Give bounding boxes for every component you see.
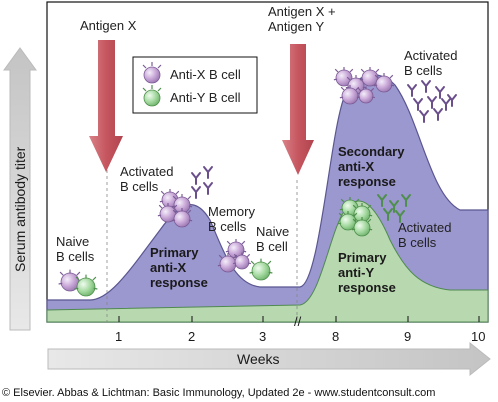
activated-x-cell [373, 73, 395, 93]
activated-x-cell [359, 67, 381, 87]
legend-anti-x-cell-icon [142, 62, 162, 84]
activated-x-cell [357, 86, 375, 104]
antibody-icon [433, 108, 443, 121]
activated-y-label-line2: B cells [398, 235, 437, 250]
primary-x-label-line3: response [150, 275, 208, 290]
x-tick-label-8: 8 [332, 329, 339, 344]
legend-anti-y-cell-icon [142, 85, 162, 107]
credit-line: © Elsevier. Abbas & Lichtman: Basic Immu… [2, 387, 435, 399]
naive-cell-label-line2: B cell [256, 239, 288, 254]
antigen-xy-label-line2: Antigen Y [268, 19, 324, 34]
legend: Anti-X B cell Anti-Y B cell [132, 56, 258, 114]
activated-x-cell [339, 85, 361, 105]
anti-y-response-area [46, 200, 489, 323]
antigen-x-label: Antigen X [80, 18, 137, 33]
antibody-icon [203, 166, 213, 179]
primary-y-label-line3: response [338, 280, 396, 295]
memory-cells-label-line1: Memory [208, 204, 255, 219]
primary-x-label-line1: Primary [150, 245, 199, 260]
activated-top-label-line1: Activated [404, 48, 457, 63]
activated-y-cell [351, 203, 373, 223]
activated-y-cell [337, 211, 359, 231]
activated-x-cell [171, 208, 193, 228]
x-tick-label-10: 10 [471, 329, 485, 344]
naive-anti-y-cell [74, 274, 98, 297]
antibody-icon [421, 80, 431, 93]
y-axis-arrow [3, 47, 37, 331]
antibody-icon [441, 98, 451, 111]
antibody-icon [395, 210, 405, 223]
x-tick-label-1: 1 [115, 329, 122, 344]
antibody-icon [447, 94, 457, 107]
axis-break-mark: // [294, 314, 302, 329]
secondary-x-label-line1: Secondary [338, 144, 405, 159]
naive-cells-label-line1: Naive [56, 234, 89, 249]
antibody-icon [413, 98, 423, 111]
x-axis-arrow [47, 341, 491, 377]
primary-y-label-line1: Primary [338, 250, 387, 265]
antibody-icon [427, 96, 437, 109]
antibody-icon [401, 194, 411, 207]
memory-cell [233, 252, 251, 270]
x-tick-label-9: 9 [404, 329, 411, 344]
antigen-xy-label-line1: Antigen X + [268, 4, 336, 19]
antibody-icon [419, 110, 429, 123]
y-axis-label: Serum antibody titer [12, 146, 28, 272]
naive-cell-label-line1: Naive [256, 224, 289, 239]
legend-anti-x-label: Anti-X B cell [170, 67, 241, 82]
antibody-icon [435, 86, 445, 99]
antibody-icon [191, 186, 201, 199]
cell-illustrations [58, 67, 457, 297]
antigen-xy-arrow [282, 44, 314, 175]
x-tick-label-2: 2 [188, 329, 195, 344]
x-tick-label-3: 3 [259, 329, 266, 344]
antibody-icon [407, 84, 417, 97]
activated-x-label-line1: Activated [120, 164, 173, 179]
antibody-icon [203, 182, 213, 195]
activated-top-label-line2: B cells [404, 63, 443, 78]
activated-x-cell [171, 194, 193, 214]
antibody-icon [377, 194, 387, 207]
x-axis-ticks [118, 316, 480, 322]
secondary-x-label-line2: anti-X [338, 159, 374, 174]
activated-x-label-line2: B cells [120, 179, 159, 194]
antibody-icon [389, 200, 399, 213]
primary-y-label-line2: anti-Y [338, 265, 374, 280]
activated-y-label-line1: Activated [398, 220, 451, 235]
memory-cells-label-line2: B cells [208, 219, 247, 234]
naive-anti-y-cell [249, 258, 273, 281]
antigen-x-arrow [89, 40, 123, 172]
naive-cells-label-line2: B cells [56, 249, 95, 264]
secondary-x-label-line3: response [338, 174, 396, 189]
activated-y-cell [351, 217, 373, 237]
legend-anti-y-label: Anti-Y B cell [170, 90, 241, 105]
antibody-icon [383, 208, 393, 221]
primary-x-label-line2: anti-X [150, 260, 186, 275]
x-axis-label: Weeks [237, 351, 280, 367]
antibody-icon [191, 172, 201, 185]
